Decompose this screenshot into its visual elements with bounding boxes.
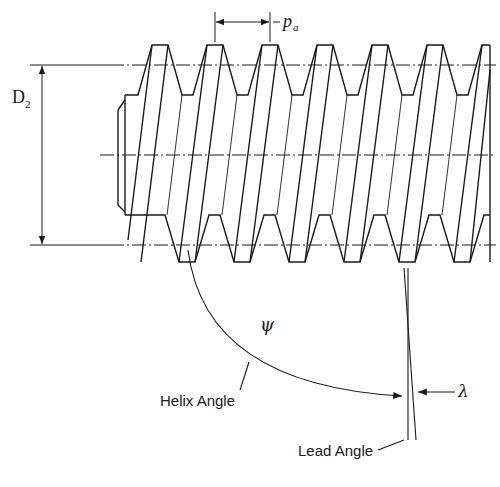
diameter-subscript: 2 xyxy=(25,99,31,110)
pitch-symbol: p xyxy=(283,12,292,30)
diameter-symbol: D xyxy=(12,88,25,106)
helix-angle-label: Helix Angle xyxy=(160,393,235,408)
lead-angle-label: Lead Angle xyxy=(298,443,373,458)
helix-angle-symbol: ψ xyxy=(258,316,276,334)
lead-angle-symbol: λ xyxy=(458,383,469,400)
pitch-subscript: a xyxy=(293,22,299,33)
